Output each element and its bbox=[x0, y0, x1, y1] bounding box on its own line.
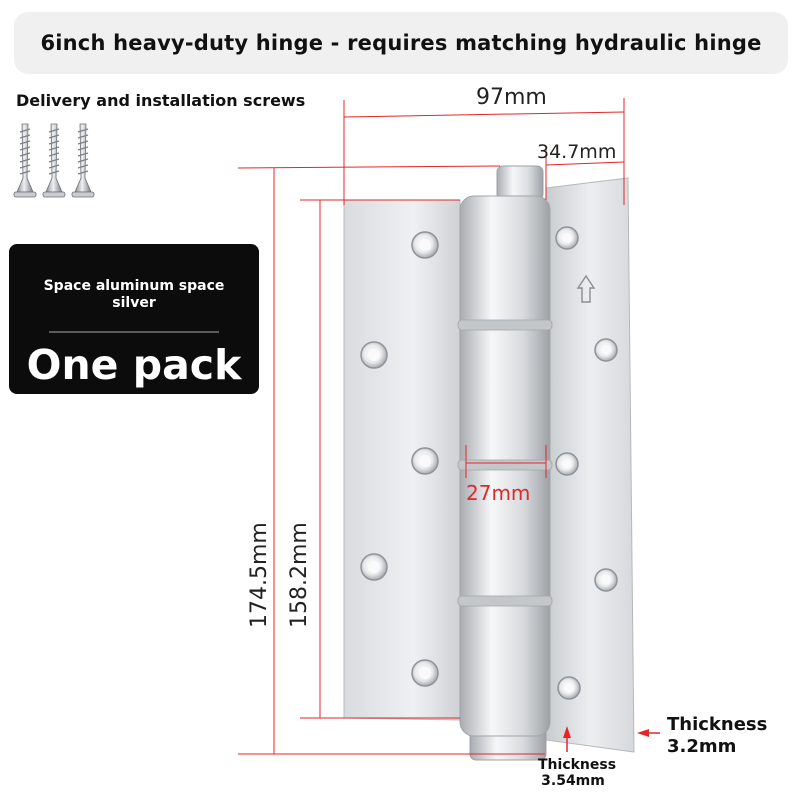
right-leaf bbox=[545, 177, 635, 753]
knuckle-thickness: Thickness 3.54mm bbox=[538, 757, 617, 789]
screw-icon bbox=[71, 123, 95, 198]
material-badge: Space aluminum space silver One pack bbox=[9, 244, 259, 394]
thickness-arrows bbox=[563, 726, 660, 752]
material-label: Space aluminum space silver bbox=[43, 278, 225, 311]
leaf-thickness: Thickness 3.2mm bbox=[667, 714, 767, 758]
screw-icon bbox=[42, 123, 66, 198]
page-title: 6inch heavy-duty hinge - requires matchi… bbox=[40, 31, 762, 55]
leaf-height-dimension: 158.2mm bbox=[287, 522, 312, 628]
total-height-dimension: 174.5mm bbox=[247, 522, 272, 628]
left-leaf bbox=[343, 199, 461, 721]
leaf-thickness-label: Thickness bbox=[667, 714, 768, 735]
knuckle-thickness-value: 3.54mm bbox=[541, 773, 605, 789]
badge-divider bbox=[49, 331, 219, 333]
screw-icon bbox=[13, 123, 37, 198]
title-bar: 6inch heavy-duty hinge - requires matchi… bbox=[14, 12, 788, 74]
screws-illustration bbox=[13, 123, 95, 198]
arrow-up-icon bbox=[576, 274, 596, 303]
dimension-lines bbox=[237, 98, 625, 755]
leaf-width-dimension: 34.7mm bbox=[537, 141, 617, 163]
width-dimension: 97mm bbox=[476, 85, 547, 110]
knuckle-thickness-label: Thickness bbox=[538, 757, 617, 773]
hinge-knuckle bbox=[457, 165, 553, 761]
quantity-label: One pack bbox=[26, 341, 242, 389]
leaf-thickness-value: 3.2mm bbox=[667, 736, 737, 757]
screws-label: Delivery and installation screws bbox=[16, 91, 306, 110]
knuckle-diameter-dimension: 27mm bbox=[466, 481, 531, 505]
